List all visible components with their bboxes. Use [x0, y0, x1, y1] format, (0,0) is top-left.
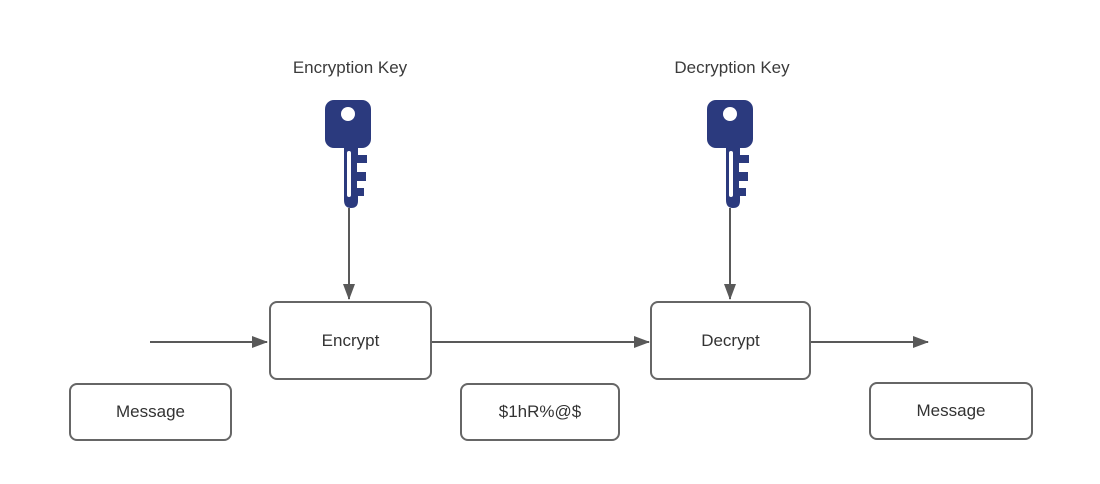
key-icon — [325, 100, 371, 208]
encryption-key-label: Encryption Key — [292, 58, 408, 77]
message-output-label: Message — [916, 401, 986, 420]
message-output-node: Message — [869, 382, 1033, 440]
message-input-label: Message — [116, 402, 185, 421]
ciphertext-node: $1hR%@$ — [460, 383, 620, 441]
key-icon — [707, 100, 753, 208]
encrypt-node-label: Encrypt — [321, 330, 380, 350]
decrypt-node: Decrypt — [650, 301, 811, 380]
decrypt-node-label: Decrypt — [701, 330, 760, 350]
decryption-key-label: Decryption Key — [674, 58, 790, 77]
message-input-node: Message — [69, 383, 232, 441]
encrypt-node: Encrypt — [269, 301, 432, 380]
ciphertext-label: $1hR%@$ — [498, 402, 582, 421]
